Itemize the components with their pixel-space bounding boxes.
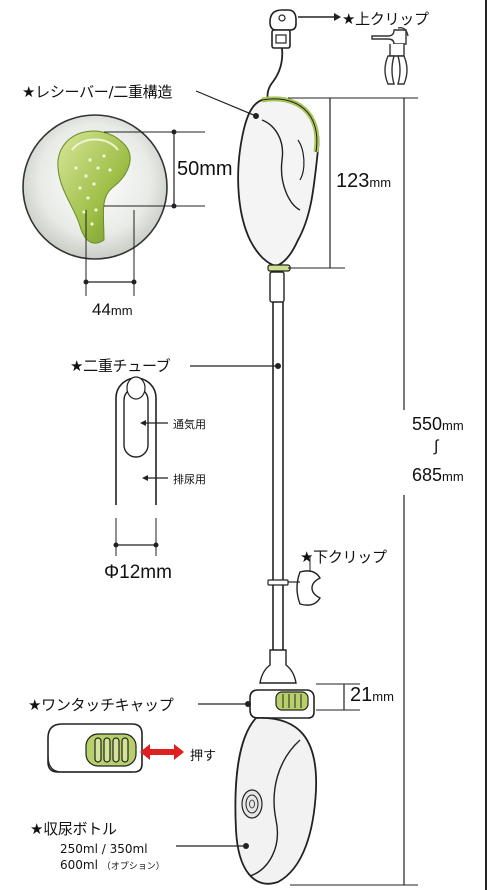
- push-label: 押す: [190, 749, 217, 764]
- total-length-max: 685mm: [412, 465, 464, 485]
- bottle-capacity-line2: 600ml （オプション）: [60, 858, 165, 872]
- vent-label: 通気用: [173, 418, 206, 431]
- receiver-width-dimension: 44mm: [92, 300, 133, 319]
- lower-clip-icon: [267, 570, 321, 606]
- receiver-label: ★レシーバー/二重構造: [22, 83, 173, 101]
- range-symbol: ∫: [434, 438, 439, 455]
- urine-label: 排尿用: [173, 473, 206, 486]
- lower-clip-label: ★下クリップ: [300, 548, 387, 566]
- receiver-length-dimension: 123mm: [336, 170, 392, 192]
- one-touch-cap: [249, 689, 315, 719]
- bottle-capacity-line1: 250ml / 350ml: [60, 842, 148, 856]
- receiver-body: [237, 96, 320, 272]
- receiver-leader: [195, 90, 257, 117]
- bottle-label: ★収尿ボトル: [30, 820, 117, 838]
- double-tube-label: ★二重チューブ: [70, 357, 171, 375]
- receiver-height-dimension: 50mm: [177, 158, 233, 180]
- cap-detail: [47, 723, 143, 773]
- receiver-photo: [22, 114, 168, 260]
- one-touch-cap-label: ★ワンタッチキャップ: [28, 696, 174, 714]
- total-length-min: 550mm: [412, 414, 464, 434]
- double-tube: [259, 271, 297, 684]
- upper-clip-label: ★上クリップ: [342, 10, 429, 28]
- cap-height-dimension: 21mm: [350, 684, 394, 706]
- clip-cord: [266, 47, 284, 102]
- tube-diameter-dimension: Φ12mm: [104, 562, 172, 583]
- tube-cross-section: [115, 376, 157, 505]
- urine-bottle: [234, 717, 317, 885]
- upper-clip-detail-icon: [371, 26, 409, 85]
- upper-clip-icon: [269, 9, 297, 49]
- push-arrow-icon: [140, 744, 184, 760]
